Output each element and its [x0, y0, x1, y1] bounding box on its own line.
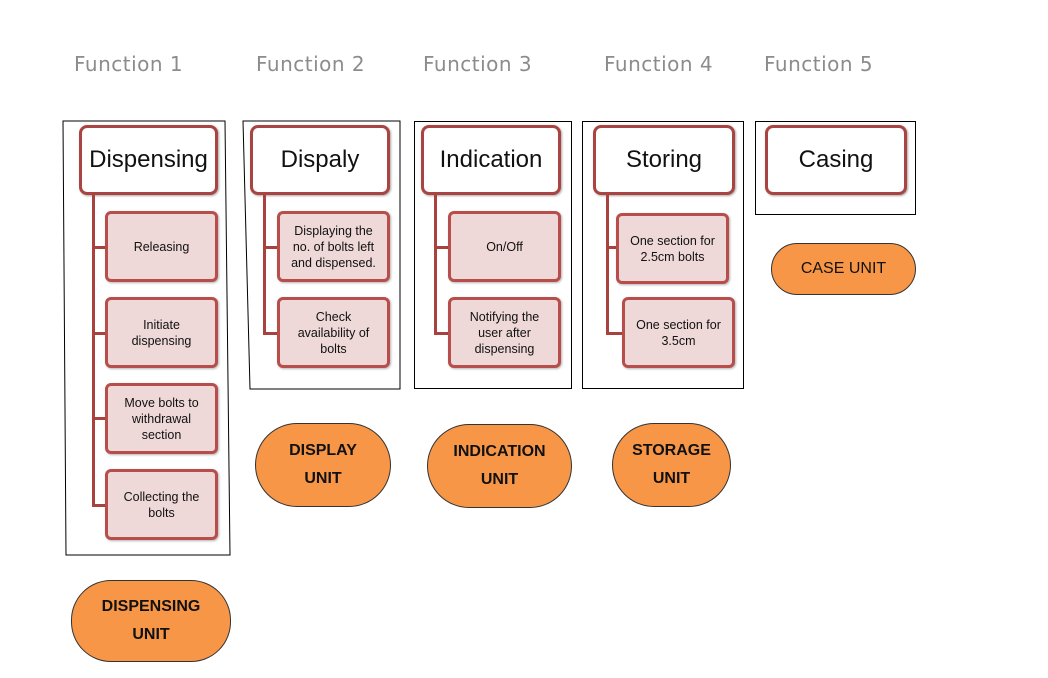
- function-3-label: Function 3: [423, 52, 533, 76]
- dispensing-connector-2: [92, 332, 107, 335]
- function-2-label: Function 2: [256, 52, 366, 76]
- indication-head-box: Indication: [421, 125, 561, 195]
- display-item-displaying: Displaying the no. of bolts left and dis…: [277, 211, 390, 282]
- display-title: Dispaly: [280, 146, 360, 173]
- display-connector-trunk: [263, 195, 266, 335]
- dispensing-title: Dispensing: [89, 146, 208, 173]
- dispensing-item-move-bolts: Move bolts to withdrawal section: [105, 383, 218, 454]
- function-5-label: Function 5: [764, 52, 874, 76]
- dispensing-item-initiate: Initiate dispensing: [105, 297, 218, 368]
- display-connector-1: [263, 246, 279, 249]
- storing-connector-trunk: [606, 195, 609, 335]
- storing-title: Storing: [625, 146, 703, 173]
- indication-connector-1: [434, 246, 450, 249]
- storing-head-box: Storing: [593, 125, 735, 195]
- display-item-check: Check availability of bolts: [277, 297, 390, 368]
- display-head-box: Dispaly: [250, 125, 390, 195]
- dispensing-connector-1: [92, 246, 107, 249]
- storing-item-2-5cm: One section for 2.5cm bolts: [616, 213, 729, 284]
- dispensing-head-box: Dispensing: [79, 125, 218, 195]
- dispensing-item-releasing: Releasing: [105, 211, 218, 282]
- dispensing-item-collecting: Collecting the bolts: [105, 469, 218, 540]
- storing-connector-2: [606, 332, 624, 335]
- dispensing-unit-badge: DISPENSING UNIT: [71, 580, 231, 662]
- indication-item-notifying: Notifying the user after dispensing: [448, 297, 561, 368]
- storage-unit-badge: STORAGE UNIT: [612, 423, 731, 507]
- casing-title: Casing: [798, 146, 874, 173]
- display-connector-2: [263, 332, 279, 335]
- storing-connector-1: [606, 246, 618, 249]
- function-1-label: Function 1: [74, 52, 184, 76]
- indication-item-onoff: On/Off: [448, 211, 561, 282]
- dispensing-connector-trunk: [92, 195, 95, 507]
- indication-connector-2: [434, 332, 450, 335]
- indication-unit-badge: INDICATION UNIT: [427, 424, 572, 508]
- indication-title: Indication: [439, 146, 543, 173]
- display-unit-badge: DISPLAY UNIT: [255, 423, 391, 507]
- dispensing-connector-3: [92, 417, 107, 420]
- storing-item-3-5cm: One section for 3.5cm: [622, 297, 735, 368]
- indication-connector-trunk: [434, 195, 437, 335]
- casing-head-box: Casing: [765, 125, 907, 195]
- function-4-label: Function 4: [604, 52, 714, 76]
- case-unit-badge: CASE UNIT: [771, 243, 916, 295]
- dispensing-connector-4: [92, 504, 107, 507]
